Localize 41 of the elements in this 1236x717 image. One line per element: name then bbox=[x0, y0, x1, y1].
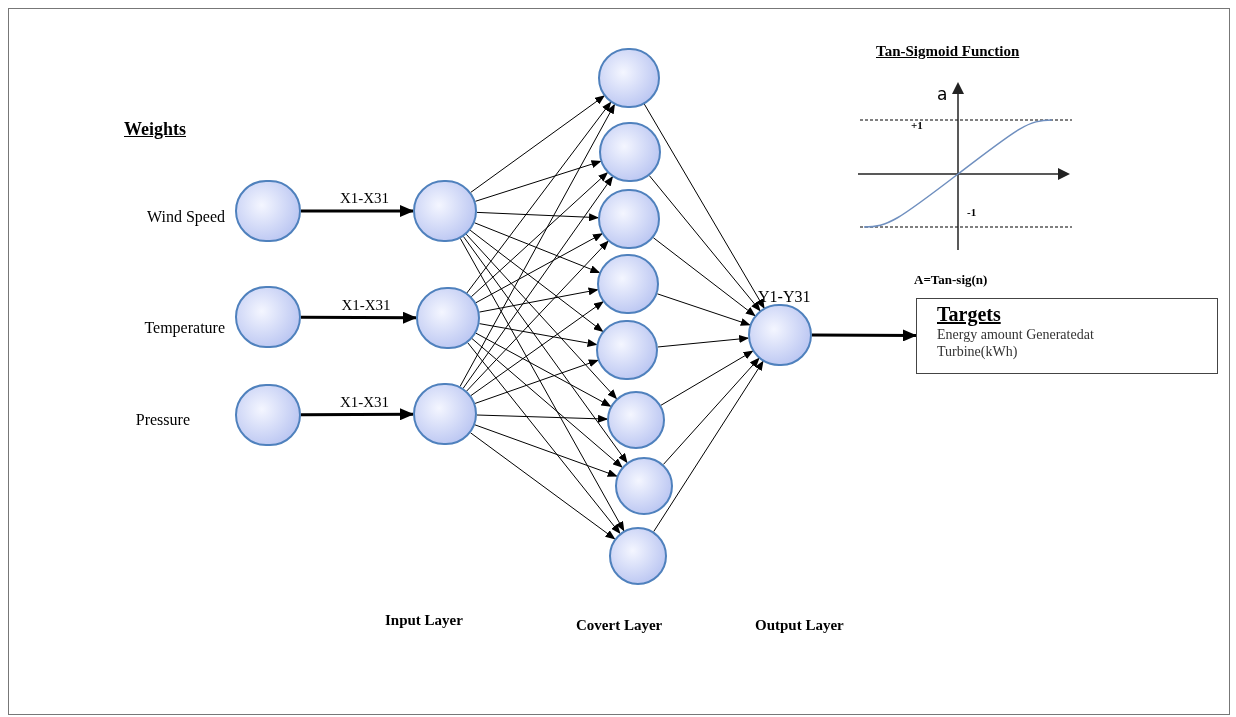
node-caption: Wind Speed bbox=[147, 207, 225, 228]
label-text: +1 bbox=[911, 118, 923, 133]
node-caption: Y1-Y31 bbox=[758, 287, 811, 307]
arrow bbox=[812, 329, 917, 342]
label-text: A=Tan-sig(n) bbox=[914, 271, 988, 289]
label-text: Output Layer bbox=[755, 616, 844, 635]
label-text: a bbox=[937, 83, 948, 106]
label-text: Covert Layer bbox=[576, 616, 663, 635]
node-caption: Pressure bbox=[135, 410, 190, 430]
arrow bbox=[475, 332, 612, 407]
arrow bbox=[469, 229, 604, 332]
label-text: -1 bbox=[967, 205, 977, 220]
arrow bbox=[470, 432, 616, 540]
box-text: Energy amount Generatedat Turbine(kWh) bbox=[937, 326, 1095, 360]
arrow bbox=[470, 171, 609, 298]
arrow bbox=[660, 350, 754, 406]
arrow bbox=[652, 237, 756, 317]
node-caption: Temperature bbox=[144, 318, 225, 339]
arrow bbox=[467, 342, 621, 535]
arrow bbox=[301, 408, 414, 421]
arrow bbox=[648, 175, 761, 312]
arrow bbox=[657, 335, 750, 348]
arrow bbox=[471, 338, 623, 468]
arrow bbox=[462, 175, 614, 389]
label-text: Tan-Sigmoid Function bbox=[876, 42, 1020, 61]
arrow bbox=[476, 414, 608, 423]
edge-label: X1-X31 bbox=[338, 190, 391, 206]
arrow bbox=[476, 211, 600, 222]
arrow bbox=[301, 311, 417, 324]
arrow bbox=[470, 301, 604, 397]
arrow bbox=[662, 357, 760, 465]
arrow bbox=[475, 233, 603, 304]
arrow bbox=[466, 101, 612, 294]
arrow bbox=[301, 205, 414, 217]
output-target-box bbox=[916, 298, 1218, 374]
arrow bbox=[653, 360, 764, 533]
arrow bbox=[470, 95, 605, 193]
arrow bbox=[462, 235, 628, 464]
box-heading: Targets bbox=[937, 302, 1001, 326]
label-text: Input Layer bbox=[385, 611, 463, 630]
label-text: Weights bbox=[124, 118, 186, 141]
